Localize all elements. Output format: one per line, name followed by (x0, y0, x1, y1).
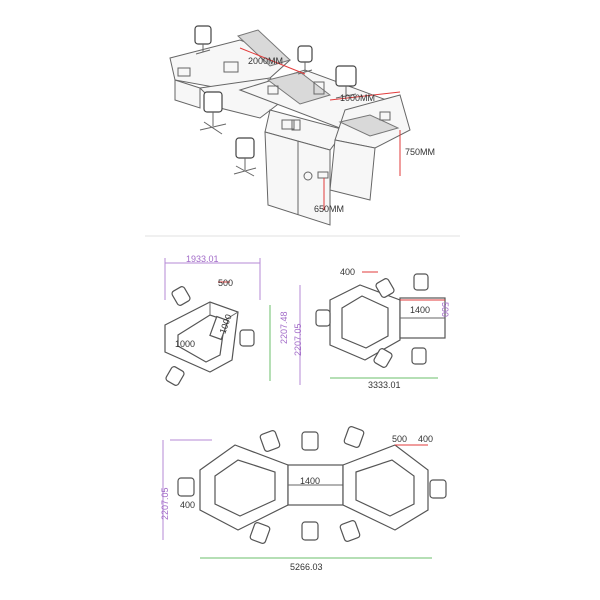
plan-c-desk-left-inner (214, 459, 276, 517)
plan-c-chair-5 (429, 479, 447, 499)
dim-label-height: 750MM (405, 147, 435, 157)
iso-pedestal-left (174, 79, 201, 109)
plan-b-chair-1 (375, 278, 395, 298)
plan-c-height-label: 2207.05 (160, 487, 170, 520)
plan-c-chair-6 (249, 522, 271, 544)
plan-b-chair-3 (315, 309, 331, 327)
iso-partition-3 (338, 114, 400, 137)
plan-c-dim-400-left: 400 (180, 500, 195, 510)
plan-c-dim-400-right: 400 (418, 434, 433, 444)
iso-laptop-4 (267, 85, 279, 95)
plan-b-height-label: 2207.05 (293, 323, 303, 356)
iso-chair-2 (297, 45, 313, 75)
plan-c-chair-8 (339, 520, 361, 542)
iso-laptop-3 (281, 119, 295, 130)
plan-a-chair-2 (239, 329, 255, 347)
iso-chair-3 (335, 65, 357, 99)
plan-c-chair-3 (343, 426, 365, 448)
dim-label-partition: 650MM (314, 204, 344, 214)
dim-label-depth: 1000MM (340, 93, 375, 103)
plan-a-width-label: 1933.01 (186, 254, 219, 264)
iso-laptop-2 (177, 67, 191, 77)
plan-view-cluster: 2207.05 5266.03 1400 500 400 400 (160, 426, 447, 572)
iso-partition-2 (266, 71, 332, 105)
plan-a-dim-500: 500 (218, 278, 233, 288)
plan-a-dim-1000a: 1000 (175, 339, 195, 349)
plan-c-chair-1 (259, 430, 281, 452)
plan-b-chair-5 (411, 347, 427, 365)
iso-chair-5 (233, 137, 257, 177)
plan-b-dim-1400: 1400 (410, 305, 430, 315)
iso-chair-1 (194, 25, 212, 55)
plan-a-chair-1 (171, 286, 191, 306)
plan-a-chair-3 (165, 366, 185, 386)
iso-laptop-1 (223, 61, 239, 73)
plan-b-chair-2 (413, 273, 429, 291)
plan-c-chair-2 (301, 431, 319, 451)
plan-c-chair-4 (177, 477, 195, 497)
iso-cable-box (303, 171, 313, 181)
plan-a-pedestal (209, 315, 229, 341)
plan-c-desk-right-inner (355, 459, 415, 517)
plan-a-height-label: 2207.48 (279, 311, 289, 344)
isometric-workstation-view: 2000MM 1000MM 750MM 650MM (169, 25, 435, 226)
plan-c-chair-7 (301, 521, 319, 541)
dim-line-depth (329, 91, 401, 101)
iso-doc-holder-2 (313, 81, 325, 95)
iso-doc-holder (291, 119, 301, 131)
plan-view-single: 1933.01 2207.48 500 1000 1000 (164, 254, 289, 386)
dim-line-width (239, 47, 306, 75)
plan-b-dim-400: 400 (340, 267, 355, 277)
plan-c-dim-1400: 1400 (300, 476, 320, 486)
plan-b-width-label: 3333.01 (368, 380, 401, 390)
dim-label-width: 2000MM (248, 56, 283, 66)
iso-chair-4 (199, 91, 227, 135)
plan-view-double: 2207.05 3333.01 400 1400 500 (293, 267, 450, 390)
iso-desk-right-base (329, 139, 376, 201)
plan-b-chair-4 (373, 348, 393, 368)
plan-b-dim-500: 500 (440, 302, 450, 317)
plan-c-dim-500: 500 (392, 434, 407, 444)
plan-c-width-label: 5266.03 (290, 562, 323, 572)
plan-b-desk-hex-inner (341, 295, 389, 349)
iso-laptop-5 (379, 111, 391, 121)
iso-cable-item (317, 171, 329, 179)
